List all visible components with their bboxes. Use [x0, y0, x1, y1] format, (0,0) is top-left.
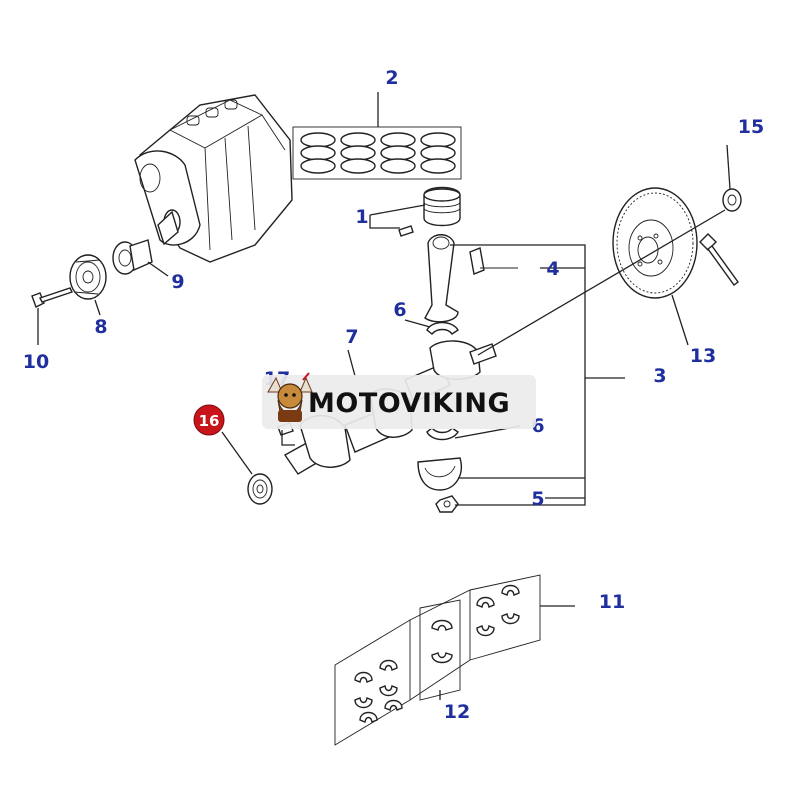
- bearing-shell-lower-drawing: [426, 427, 459, 441]
- label-part-10: 10: [23, 351, 49, 373]
- bearing-shell-upper-drawing: [426, 321, 459, 335]
- label-part-5: 5: [531, 488, 544, 510]
- main-bearing-set-drawing: [334, 574, 541, 746]
- label-part-15: 15: [738, 116, 764, 138]
- label-part-8: 8: [94, 316, 107, 338]
- label-part-1: 1: [355, 206, 368, 228]
- label-part-13: 13: [690, 345, 716, 367]
- watermark-text: MOTOVIKING: [308, 388, 510, 419]
- engine-block-drawing: [134, 94, 293, 263]
- flywheel-drawing: [612, 187, 698, 299]
- label-part-11: 11: [599, 591, 625, 613]
- label-part-3: 3: [653, 365, 666, 387]
- connecting-rod-drawing: [424, 234, 518, 323]
- label-part-7: 7: [345, 326, 358, 348]
- pulley-bolt-drawing: [31, 287, 73, 308]
- flywheel-bolt-drawing: [699, 233, 739, 286]
- label-part-6-upper: 6: [393, 299, 406, 321]
- piston-rings-drawing: [292, 126, 462, 180]
- crank-gear-drawing: [247, 473, 273, 505]
- label-part-16: 16: [199, 412, 220, 430]
- viking-mascot-icon: [267, 372, 313, 422]
- watermark: MOTOVIKING: [262, 372, 536, 429]
- highlight-badge-16: 16: [193, 404, 225, 436]
- timing-gear-drawing: [112, 239, 153, 275]
- piston-drawing: [398, 186, 461, 237]
- label-part-4: 4: [546, 258, 559, 280]
- crank-pulley-drawing: [69, 254, 107, 300]
- label-part-2: 2: [385, 67, 398, 89]
- flywheel-bearing-drawing: [722, 188, 742, 212]
- label-part-9: 9: [171, 271, 184, 293]
- rod-cap-drawing: [417, 457, 462, 491]
- nut-drawing: [435, 495, 459, 513]
- label-part-12: 12: [444, 701, 470, 723]
